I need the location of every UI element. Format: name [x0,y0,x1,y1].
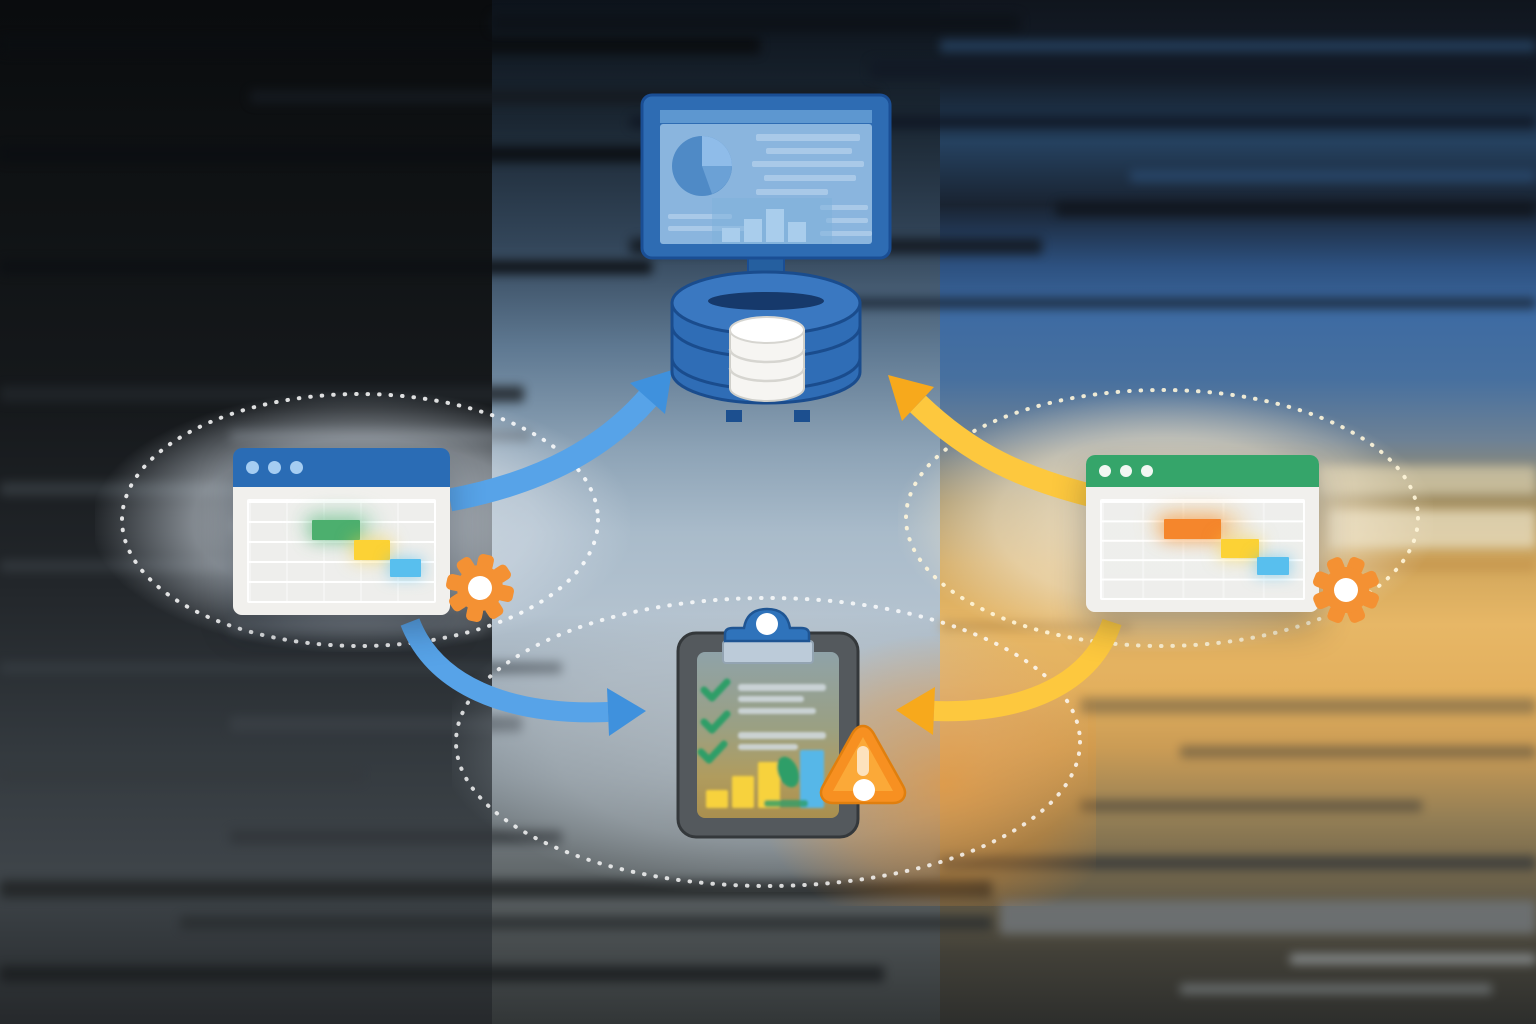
streak [1180,984,1492,994]
streak [1080,800,1422,812]
arrow-left-to-clipboard [400,618,646,736]
streak [0,966,884,982]
streak [0,260,652,274]
monitor-top-strip [660,110,872,123]
streak [0,146,706,162]
window-dot [1099,465,1111,477]
table-cell-yellow [1220,538,1259,559]
streak [1080,698,1536,714]
streak [180,916,992,930]
clipboard-checklist-icon [676,607,860,839]
window-body [1086,487,1319,612]
streak [1056,202,1536,216]
flow-arrows [400,370,1122,736]
streak [0,662,562,674]
clip-metal-band [722,640,814,664]
window-dot [1141,465,1153,477]
streak [0,36,760,54]
window-body [233,487,450,615]
data-table [1100,499,1305,600]
streak [1130,170,1536,182]
gear-icon-right [1310,554,1382,626]
bottom-cluster-ellipse [454,596,1082,888]
checkmarks [697,678,731,764]
screen-pie-chart [672,136,732,196]
streak [1180,746,1536,758]
arrow-right-to-database [888,375,1113,512]
database-top-slot [708,292,824,310]
database-inner-cylinder [728,316,806,402]
streak [230,716,522,732]
window-dot [268,461,281,474]
streak [0,770,362,782]
table-cell-yellow [354,540,390,560]
cluster-ellipses [120,388,1420,888]
app-window-right [1086,455,1319,612]
clipboard-content [697,678,826,808]
window-titlebar [1086,455,1319,487]
arrow-right-to-clipboard [896,618,1122,735]
app-window-left [233,448,450,615]
window-dot [1120,465,1132,477]
gear-icon-left [444,552,516,624]
screen-bar-chart [712,198,832,244]
gear-shape [1310,554,1382,626]
data-table [247,499,436,603]
arrow-left-to-database [447,370,672,512]
table-cell-orange [1164,519,1221,539]
streak [1290,954,1536,964]
streak [490,14,1020,32]
warning-triangle-icon [819,724,907,805]
left-cluster-ellipse [120,392,600,648]
table-cell-green [311,520,360,540]
streak [728,298,1536,308]
database-cylinder-icon [670,270,862,422]
clipboard-text-lines [738,684,826,750]
gear-shape [444,552,516,624]
clipboard-bar-chart [706,750,824,808]
exclamation-dot [853,779,875,801]
streak [870,60,1536,78]
right-cluster-ellipse [904,388,1420,648]
window-dot [246,461,259,474]
database-foot [794,410,810,422]
window-titlebar [233,448,450,487]
table-cell-blue [389,559,422,577]
database-foot [726,410,742,422]
clip-hole [756,613,778,635]
window-dot [290,461,303,474]
monitor-dashboard-icon [640,93,892,282]
leaf-icon [776,756,800,788]
table-cell-blue [1256,557,1289,575]
exclamation-bar [857,746,869,776]
streak [940,40,1536,52]
